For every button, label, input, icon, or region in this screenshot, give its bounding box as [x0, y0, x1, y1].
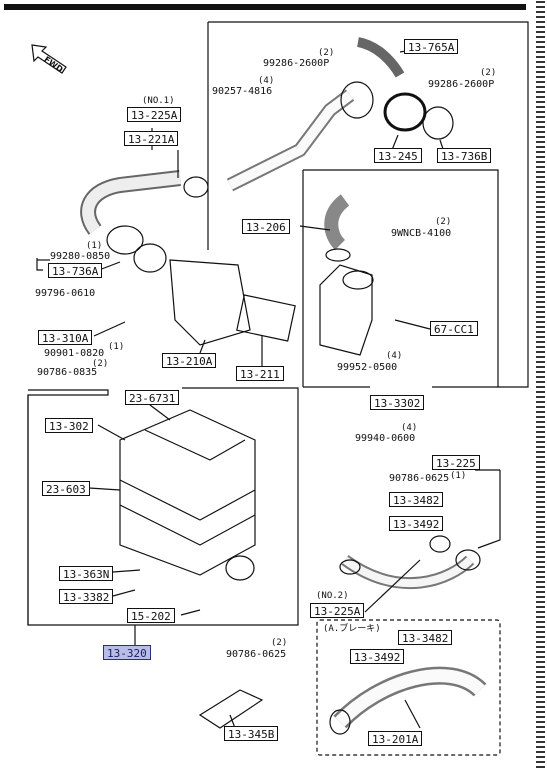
qty-2-d: (2): [92, 359, 109, 369]
part-label-13-320[interactable]: 13-320: [103, 645, 151, 660]
note-no2: (NO.2): [316, 591, 349, 601]
bolt-number-9wncb-4100[interactable]: 9WNCB-4100: [391, 228, 452, 239]
note-no1: (NO.1): [142, 96, 175, 106]
qty-2-e: (2): [271, 638, 288, 648]
part-label-13-3382[interactable]: 13-3382: [59, 589, 114, 604]
qty-1-b: (1): [108, 342, 125, 352]
part-label-13-310a[interactable]: 13-310A: [38, 330, 93, 345]
part-label-13-3482-variant[interactable]: 13-3482: [398, 630, 453, 645]
bolt-number-90786-0835[interactable]: 90786-0835: [37, 367, 98, 378]
qty-4-b: (4): [386, 351, 403, 361]
part-label-13-302[interactable]: 13-302: [45, 418, 93, 433]
part-label-13-245[interactable]: 13-245: [374, 148, 422, 163]
part-label-13-765a[interactable]: 13-765A: [404, 39, 459, 54]
bolt-number-90786-0625-b[interactable]: 90786-0625: [226, 649, 287, 660]
bracket-13-345b: [198, 689, 264, 729]
part-label-13-3482[interactable]: 13-3482: [389, 492, 444, 507]
fwd-arrow-icon: [31, 44, 67, 74]
qty-1-c: (1): [450, 471, 467, 481]
part-label-13-3302[interactable]: 13-3302: [370, 395, 425, 410]
air-flow-meter: [169, 259, 251, 346]
part-label-13-201a[interactable]: 13-201A: [368, 731, 423, 746]
qty-2-b: (2): [480, 68, 497, 78]
bolt-number-90901-0820[interactable]: 90901-0820: [44, 348, 105, 359]
part-label-13-206[interactable]: 13-206: [242, 219, 290, 234]
part-label-13-221a[interactable]: 13-221A: [124, 131, 179, 146]
part-label-13-3492[interactable]: 13-3492: [389, 516, 444, 531]
qty-1-a: (1): [86, 241, 103, 251]
air-cleaner-box: [119, 409, 256, 576]
variant-a-frame: [316, 619, 501, 756]
part-label-13-211[interactable]: 13-211: [236, 366, 284, 381]
part-label-13-210a[interactable]: 13-210A: [162, 353, 217, 368]
part-label-13-225a-top[interactable]: 13-225A: [127, 107, 182, 122]
top-border-bar: [4, 4, 526, 10]
page-edge: [536, 0, 545, 768]
note-variant-a: (A.ブレーキ): [323, 624, 381, 634]
qty-2-c: (2): [435, 217, 452, 227]
bolt-number-99940-0600[interactable]: 99940-0600: [355, 433, 416, 444]
part-label-23-603[interactable]: 23-603: [42, 481, 90, 496]
part-label-13-363n[interactable]: 13-363N: [59, 566, 114, 581]
upper-right-frame: [208, 21, 529, 388]
bolt-number-99286-2600p-a[interactable]: 99286-2600P: [263, 58, 330, 69]
bolt-number-99952-0500[interactable]: 99952-0500: [337, 362, 398, 373]
part-label-13-736b[interactable]: 13-736B: [437, 148, 492, 163]
part-label-13-225[interactable]: 13-225: [432, 455, 480, 470]
part-label-15-202[interactable]: 15-202: [127, 608, 175, 623]
bolt-number-99286-2600p-b[interactable]: 99286-2600P: [428, 79, 495, 90]
bolt-number-90786-0625-a[interactable]: 90786-0625: [389, 473, 450, 484]
part-label-13-225a-bottom[interactable]: 13-225A: [310, 603, 365, 618]
bolt-number-99280-0850[interactable]: 99280-0850: [50, 251, 111, 262]
part-label-13-345b[interactable]: 13-345B: [224, 726, 279, 741]
part-label-13-736a[interactable]: 13-736A: [48, 263, 103, 278]
bolt-number-90257-4816[interactable]: 90257-4816: [212, 86, 273, 97]
part-label-13-3492-variant[interactable]: 13-3492: [350, 649, 405, 664]
qty-4-a: (4): [258, 76, 275, 86]
qty-4-c: (4): [401, 423, 418, 433]
bolt-number-99796-0610[interactable]: 99796-0610: [35, 288, 96, 299]
part-label-23-6731[interactable]: 23-6731: [125, 390, 180, 405]
part-label-67-cc1[interactable]: 67-CC1: [430, 321, 478, 336]
qty-2-a: (2): [318, 48, 335, 58]
